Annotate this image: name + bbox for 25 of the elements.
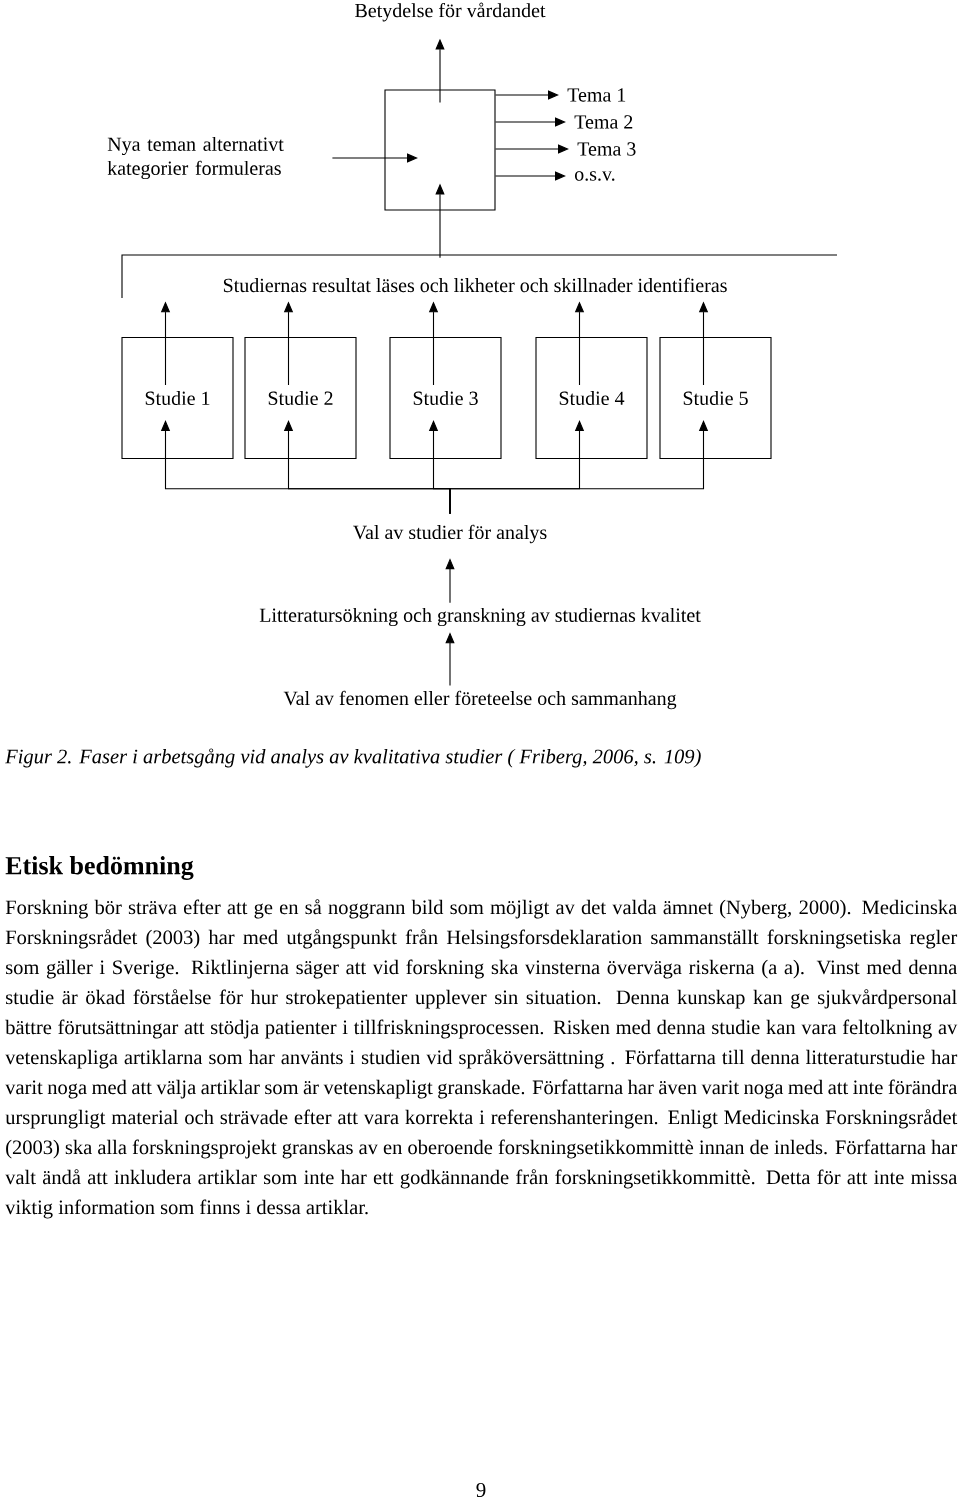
- arrow: [495, 144, 569, 154]
- arrow: [495, 171, 566, 181]
- process-label: Val av fenomen eller företeelse och sammanhang: [283, 690, 677, 710]
- page-number: 9: [476, 1482, 486, 1498]
- theme-label: Tema 1: [567, 88, 626, 102]
- arrow: [331, 153, 418, 163]
- process-label: Val av studier för analys: [353, 524, 547, 544]
- process-label: Betydelse för vårdandet: [355, 2, 546, 22]
- study-box: Studie 3: [389, 336, 502, 460]
- theme-label: o.s.v.: [574, 171, 615, 181]
- process-box: [384, 89, 496, 211]
- section-heading: Etisk bedömning: [5, 856, 194, 880]
- theme-label: Tema 3: [577, 142, 636, 156]
- theme-label: Tema 2: [574, 115, 633, 129]
- study-box: Studie 5: [659, 336, 772, 460]
- process-label: Litteratursökning och granskning av studiernas kvalitet: [259, 607, 701, 627]
- arrow: [495, 90, 559, 100]
- figure-caption: Figur 2. Faser i arbetsgång vid analys av kvalitativa studier ( Friberg, 2006, s. 109): [5, 748, 701, 768]
- study-box: Studie 2: [244, 336, 357, 460]
- bracketed-label: Studiernas resultat läses och likheter och skillnader identifieras: [121, 254, 838, 299]
- process-label: Nya teman alternativt kategorier formuleras: [107, 136, 284, 180]
- study-box: Studie 4: [535, 336, 648, 460]
- body-paragraph: Forskning bör sträva efter att ge en så noggrann bild som möjligt av det valda ämnet (Nyberg, 2000). Medicinska Forskningsrådet (2003) har med utgångspunkt från Helsingsforsdeklaration sammanställt forskningsetiska regler som gäller i Sverige. Riktlinjerna säger att vid forskning ska vinsterna överväga riskerna (a a). Vinst med denna studie är ökad förståelse för hur strokepatienter upplever sin situation. Denna kunskap kan ge sjukvårdpersonal bättre förutsättningar att stödja patienter i tillfriskningsprocessen. Risken med denna studie kan vara feltolkning av vetenskapliga artiklarna som har använts i studien vid språköversättning . Författarna till denna litteraturstudie har varit noga med att välja artiklar som är vetenskapligt granskade. Författarna har även varit noga med att inte förändra ursprungligt material och strävade efter att vara korrekta i referenshanteringen. Enligt Medicinska Forskningsrådet (2003) ska alla forskningsprojekt granskas av en oberoende forskningsetikkommittè innan de inleds. Författarna har valt ändå att inkludera artiklar som inte har ett godkännande från forskningsetikkommittè. Detta för att inte missa viktig information som finns i dessa artiklar.: [5, 899, 958, 1219]
- arrow: [495, 117, 566, 127]
- study-box: Studie 1: [121, 336, 234, 460]
